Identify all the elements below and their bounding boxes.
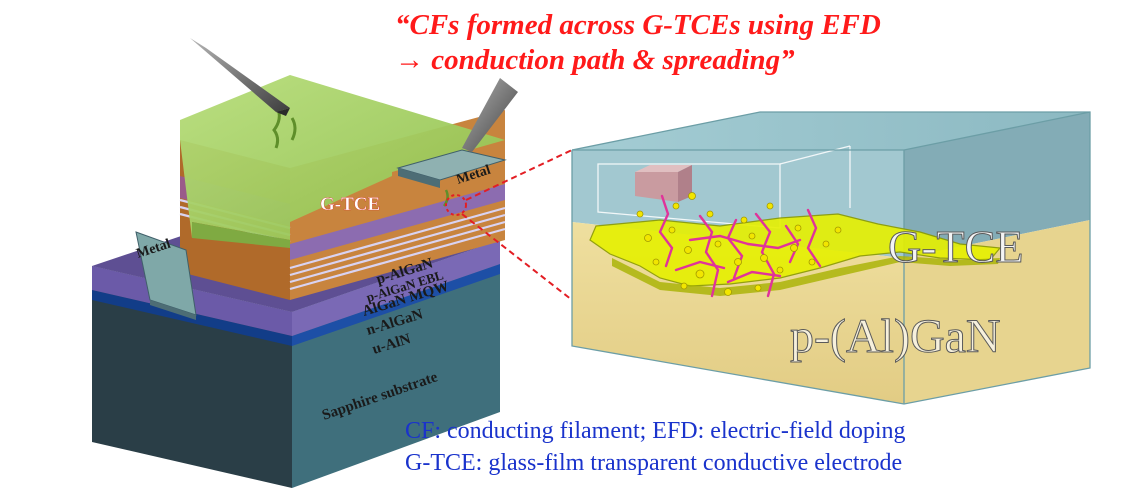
u-aln-band-side — [292, 264, 500, 346]
metal-cube-side — [678, 165, 692, 202]
led-device-stack — [92, 38, 573, 488]
cf-trace-1 — [272, 107, 281, 149]
legend: CF: conducting filament; EFD: electric-f… — [405, 415, 1115, 479]
headline-line-1: “CFs formed across G-TCEs using EFD — [395, 9, 881, 41]
conduction-channel-shade — [612, 256, 1000, 296]
conducting-filaments — [658, 194, 822, 298]
probe-left — [190, 38, 290, 112]
dopant-dots — [636, 192, 842, 296]
n-algan-side — [292, 240, 500, 336]
metal-pad-left-edge — [150, 300, 196, 320]
p-gan-region-side — [904, 220, 1090, 404]
g-tce-step-face — [192, 222, 290, 248]
probe-left-tip — [276, 108, 290, 116]
legend-line-1: CF: conducting filament; EFD: electric-f… — [405, 418, 906, 444]
g-tce-label: G-TCE — [320, 194, 380, 215]
zoom-box-top — [572, 112, 1090, 150]
g-tce-region-side — [904, 112, 1090, 258]
zoom-box — [571, 111, 1091, 405]
zoom-line-bottom — [461, 213, 573, 301]
metal-cube-front — [635, 172, 678, 202]
zoom-marker-circle — [445, 194, 467, 216]
zoom-p-gan-label: p-(Al)GaN — [790, 310, 1001, 363]
metal-pad-right-edge — [398, 168, 440, 188]
legend-line-2: G-TCE: glass-film transparent conductive… — [405, 450, 903, 476]
zoom-box-edges — [571, 111, 1091, 405]
headline: “CFs formed across G-TCEs using EFD → co… — [395, 8, 1095, 78]
zoom-g-tce-label: G-TCE — [888, 221, 1023, 272]
cf-trace-3 — [442, 189, 449, 207]
cf-trace-2 — [290, 117, 297, 141]
probe-right — [462, 78, 518, 152]
g-tce-top — [180, 75, 505, 240]
metal-cube-top — [635, 165, 692, 172]
headline-line-2: → conduction path & spreading” — [395, 44, 795, 76]
mesa-purple-band — [290, 184, 505, 260]
